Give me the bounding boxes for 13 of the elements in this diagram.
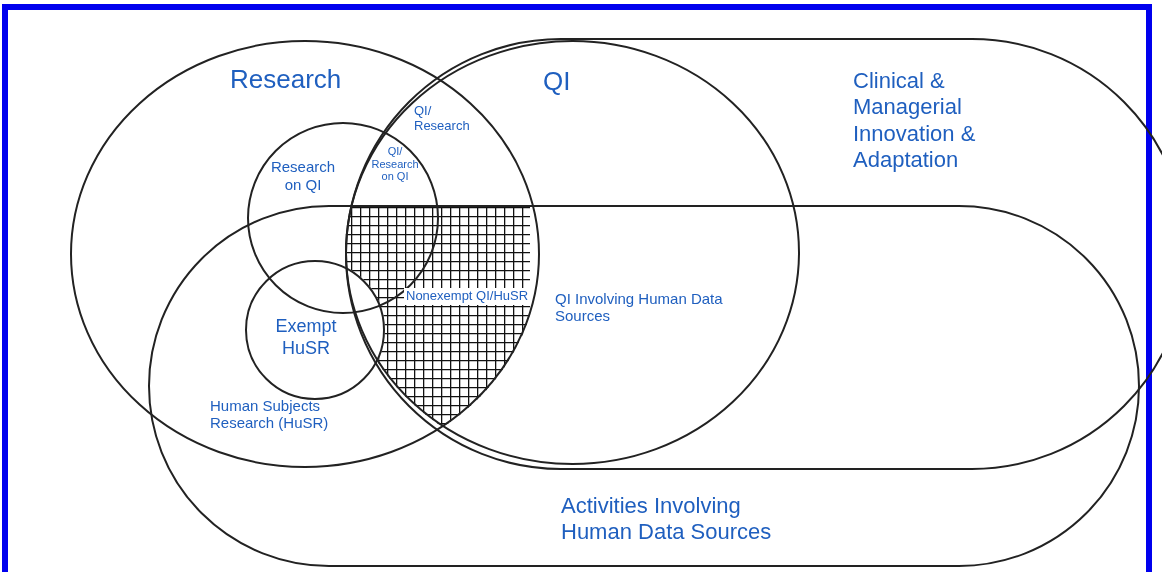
region-label: QI — [543, 66, 572, 98]
region-label: Exempt HuSR — [274, 316, 338, 360]
region-label: Clinical & Managerial Innovation & Adaptation — [853, 68, 977, 174]
region-label: QI/ Research — [414, 104, 471, 134]
region-label: Research — [230, 64, 343, 96]
region-label: Activities Involving Human Data Sources — [561, 493, 773, 546]
circle — [245, 260, 385, 400]
region-label: Research on QI — [269, 158, 337, 194]
region-label: Human Subjects Research (HuSR) — [210, 397, 330, 432]
region-label: Nonexempt QI/HuSR — [404, 288, 531, 305]
region-label: QI/ Research on QI — [370, 145, 420, 183]
region-label: QI Involving Human Data Sources — [555, 290, 724, 325]
circle — [70, 40, 540, 468]
